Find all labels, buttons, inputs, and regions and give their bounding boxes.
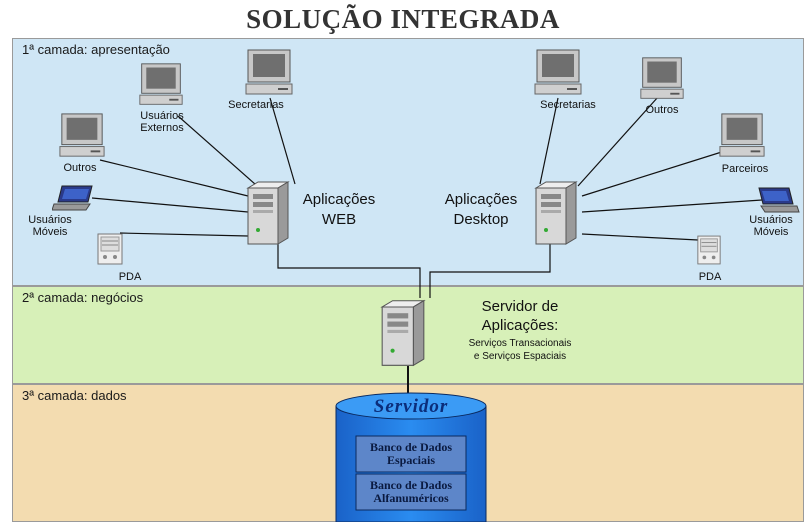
label-left-usuarios-externos: Usuários Externos: [122, 110, 202, 134]
label-right-secretarias: Secretarias: [540, 99, 596, 111]
label-web-apps-line1: Aplicações: [302, 191, 376, 208]
monitor-icon: [534, 49, 582, 95]
database-cylinder-icon: [335, 392, 487, 522]
link-web-to-appserver: [277, 244, 421, 298]
link-left-moveis: [91, 197, 249, 213]
label-desktop-apps: Aplicações Desktop: [436, 190, 526, 230]
link-left-outros: [99, 159, 249, 197]
label-web-apps-line2: WEB: [321, 211, 357, 228]
layer-presentation-label: 1ª camada: apresentação: [22, 42, 170, 57]
label-app-server-line2: Aplicações:: [481, 317, 559, 334]
label-app-server-line1: Servidor de: [481, 298, 559, 315]
label-left-usuarios-moveis-text: Usuários Móveis: [28, 214, 72, 238]
label-desktop-apps-line2: Desktop: [453, 211, 509, 228]
db-box-alpha-line2: Alfanuméricos: [373, 491, 449, 505]
server-tower-icon: [380, 299, 426, 367]
label-web-apps: Aplicações WEB: [294, 190, 384, 230]
monitor-icon: [640, 57, 684, 99]
label-left-pda: PDA: [118, 271, 142, 283]
layer-data-label: 3ª camada: dados: [22, 388, 127, 403]
link-right-moveis: [581, 199, 763, 213]
monitor-icon: [139, 63, 183, 105]
label-app-server-sub1: Serviços Transacionais: [468, 338, 572, 349]
label-left-secretarias: Secretarias: [228, 99, 284, 111]
label-right-outros: Outros: [645, 104, 679, 116]
label-right-usuarios-moveis-text: Usuários Móveis: [749, 214, 793, 238]
db-box-spatial-line1: Banco de Dados: [369, 440, 452, 454]
label-app-server-sub2: e Serviços Espaciais: [473, 351, 567, 362]
monitor-icon: [719, 113, 765, 157]
layer-business-label: 2ª camada: negócios: [22, 290, 144, 305]
db-box-alpha-line1: Banco de Dados: [369, 478, 452, 492]
laptop-icon: [758, 187, 800, 213]
db-box-spatial: Banco de Dados Espaciais: [356, 441, 466, 467]
link-right-parceiros: [581, 149, 729, 197]
monitor-icon: [245, 49, 293, 95]
link-desktop-to-appserver: [429, 244, 551, 298]
label-left-outros: Outros: [63, 162, 97, 174]
pda-icon: [97, 233, 123, 265]
db-box-alpha: Banco de Dados Alfanuméricos: [356, 479, 466, 505]
link-left-pda: [119, 232, 249, 237]
monitor-icon: [59, 113, 105, 157]
label-app-server: Servidor de Aplicações:: [450, 297, 590, 335]
label-left-usuarios-externos-text: Usuários Externos: [140, 110, 184, 134]
link-right-secretarias: [539, 97, 559, 185]
db-box-spatial-line2: Espaciais: [386, 453, 435, 467]
diagram-title: SOLUÇÃO INTEGRADA: [246, 4, 560, 34]
server-tower-icon: [246, 181, 290, 245]
link-right-outros: [577, 96, 659, 187]
link-left-secretarias: [269, 97, 296, 185]
database-title: Servidor: [373, 396, 449, 417]
server-tower-icon: [534, 181, 578, 245]
laptop-icon: [52, 185, 93, 211]
label-app-server-services: Serviços Transacionais e Serviços Espaci…: [440, 337, 600, 363]
label-right-pda: PDA: [698, 271, 722, 283]
pda-icon: [697, 235, 721, 265]
label-left-usuarios-moveis: Usuários Móveis: [20, 214, 80, 238]
link-right-pda: [581, 233, 699, 241]
label-right-parceiros: Parceiros: [721, 163, 769, 175]
link-left-usuarios-externos: [177, 115, 256, 185]
label-desktop-apps-line1: Aplicações: [444, 191, 518, 208]
label-right-usuarios-moveis: Usuários Móveis: [742, 214, 800, 238]
